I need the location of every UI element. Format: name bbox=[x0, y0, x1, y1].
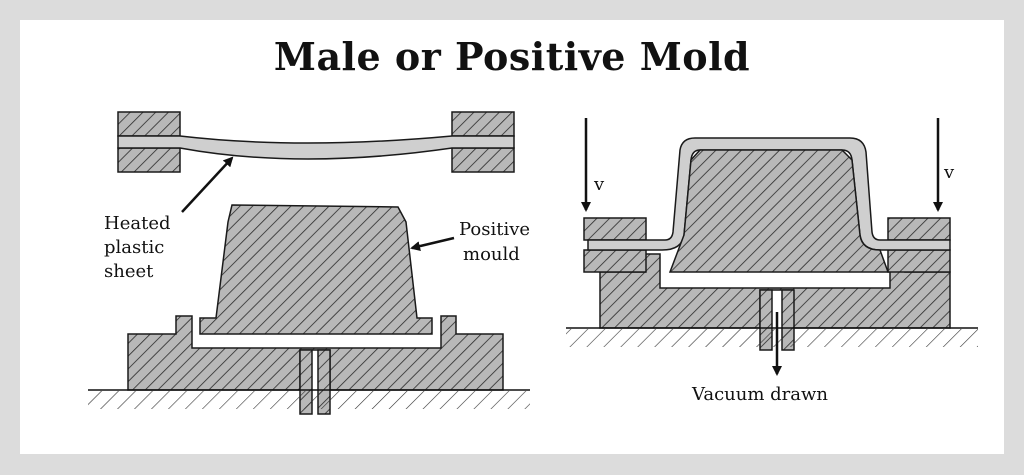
mould-label-line1: Positive bbox=[459, 219, 530, 240]
vacuum-label: Vacuum drawn bbox=[691, 384, 828, 405]
left-clamp-top bbox=[117, 111, 181, 137]
heated-plastic-sheet bbox=[117, 135, 515, 160]
sheet-arrow-icon bbox=[181, 156, 234, 213]
formed-plastic-sheet bbox=[587, 137, 951, 251]
page-title: Male or Positive Mold bbox=[273, 34, 751, 79]
left-clamp-bottom bbox=[117, 147, 181, 173]
mould-label-line2: mould bbox=[463, 244, 520, 265]
right-clamp-bottom bbox=[451, 147, 515, 173]
sheet-label-line1: Heated bbox=[104, 213, 171, 234]
sheet-label-line3: sheet bbox=[104, 261, 154, 282]
sheet-label-line2: plastic bbox=[104, 237, 164, 258]
right-right-clamp-bottom bbox=[887, 249, 951, 273]
left-ground-hatch bbox=[88, 391, 530, 409]
right-diagram: v v Vacuum drawn bbox=[566, 118, 978, 405]
mould-arrow-icon bbox=[410, 236, 455, 252]
left-diagram: Heated plastic sheet Positive mould bbox=[88, 111, 530, 415]
right-ground-hatch bbox=[566, 329, 978, 347]
positive-mould bbox=[199, 204, 433, 335]
force-label-left: v bbox=[593, 174, 605, 195]
right-right-clamp-top bbox=[887, 217, 951, 241]
right-left-clamp-top bbox=[583, 217, 647, 241]
right-clamp-top bbox=[451, 111, 515, 137]
right-mould bbox=[668, 149, 890, 273]
right-left-clamp-bottom bbox=[583, 249, 647, 273]
force-label-right: v bbox=[943, 162, 955, 183]
